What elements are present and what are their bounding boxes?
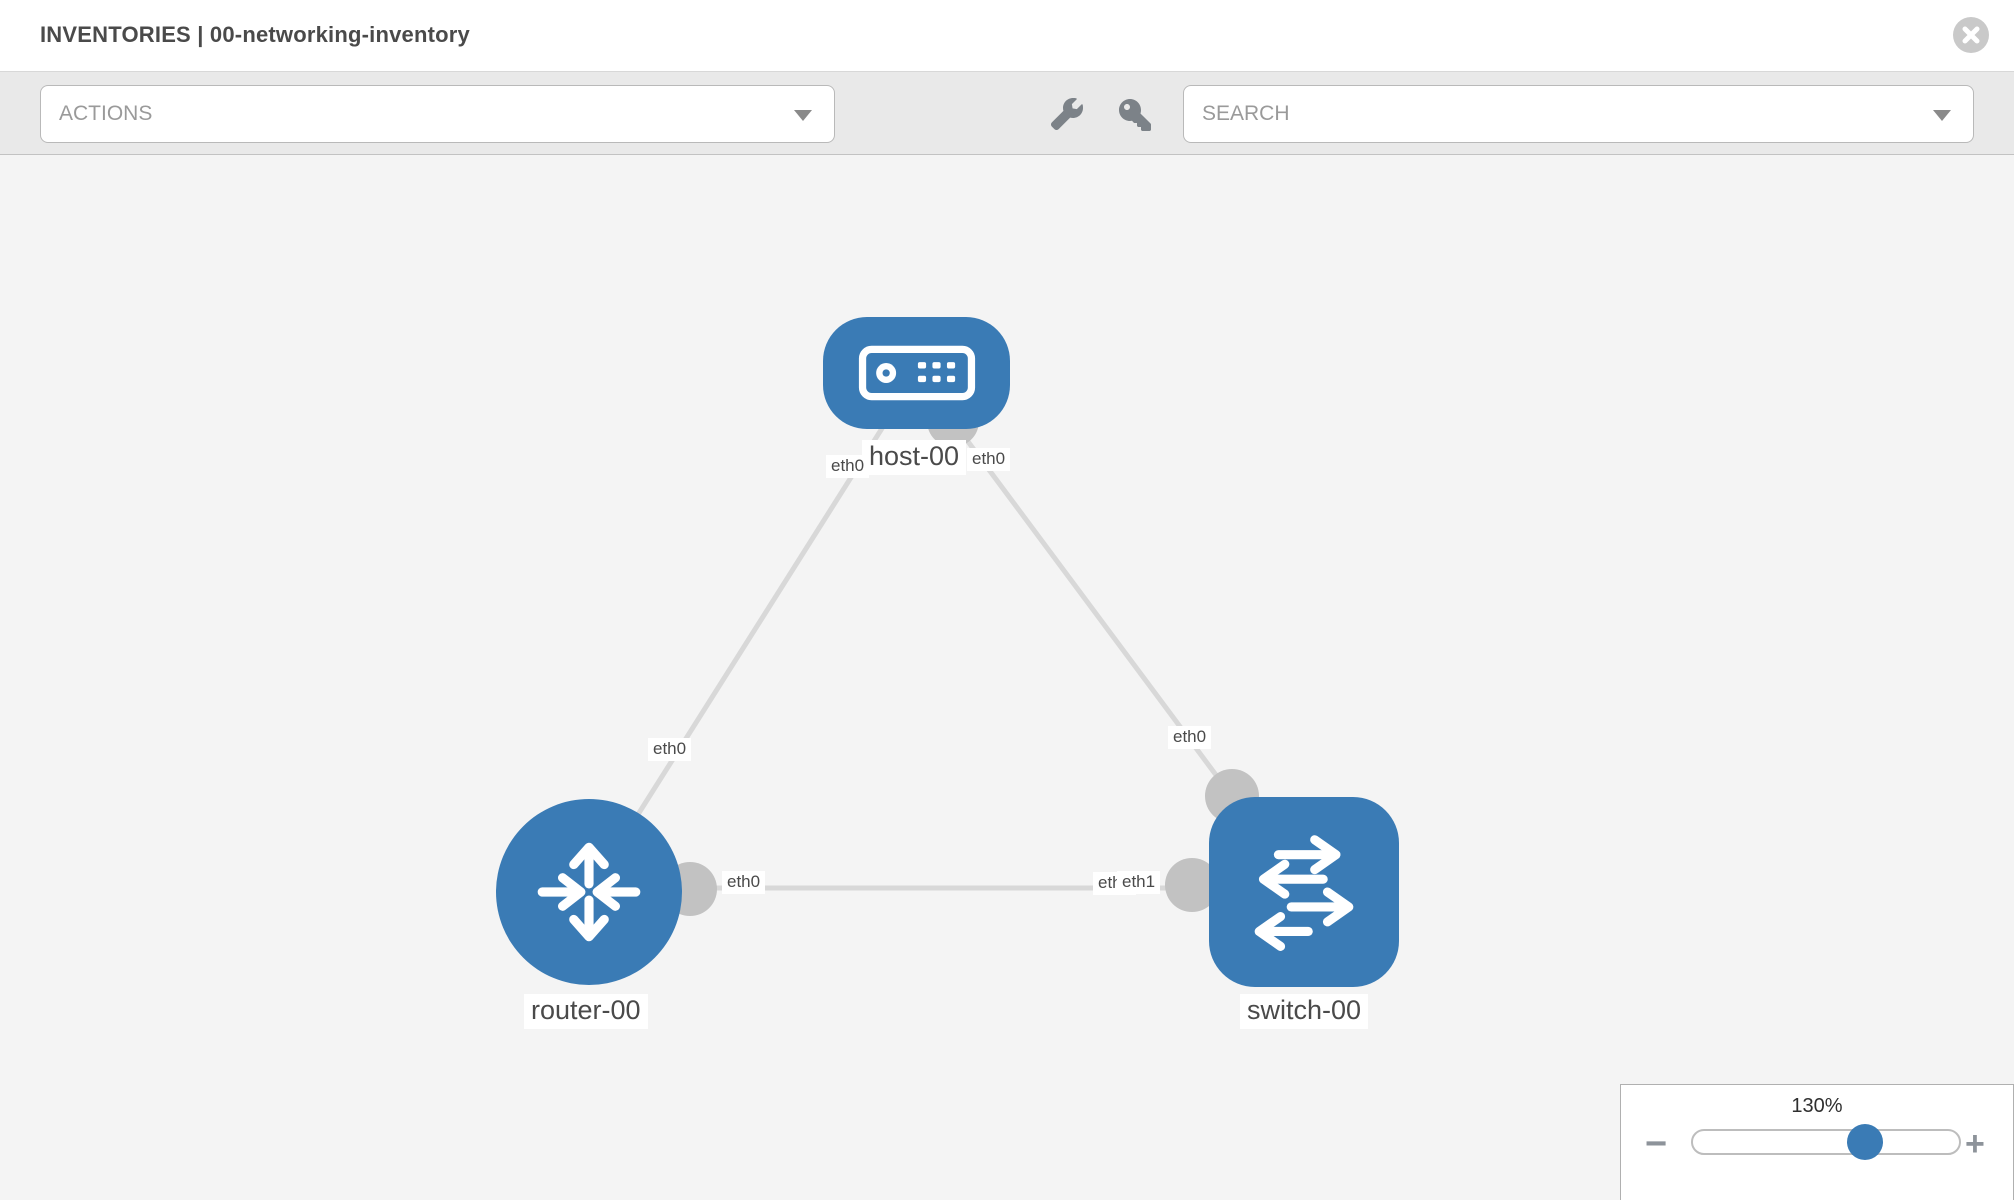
page-title: INVENTORIES | 00-networking-inventory: [40, 22, 470, 47]
close-icon: [1962, 26, 1980, 44]
chevron-down-icon: [1933, 110, 1951, 121]
iface-label-router-right: eth0: [722, 871, 766, 894]
switch-icon: [1254, 835, 1354, 951]
node-label-host: host-00: [862, 440, 967, 475]
node-router-00[interactable]: [496, 799, 682, 985]
zoom-slider-thumb[interactable]: [1847, 1124, 1883, 1160]
iface-label-switch-top: eth0: [1168, 726, 1212, 749]
node-host-00[interactable]: [823, 317, 1010, 429]
topology-edges: [586, 371, 1306, 916]
topology-canvas[interactable]: host-00 router-00 switch-00 eth0 eth0 et…: [0, 155, 2014, 1200]
zoom-panel: 130% − +: [1620, 1084, 2014, 1200]
router-icon: [537, 842, 641, 942]
node-label-router: router-00: [524, 994, 648, 1029]
key-icon[interactable]: [1119, 99, 1151, 131]
node-switch-00[interactable]: [1209, 797, 1399, 987]
iface-label-host-right: eth0: [967, 448, 1011, 471]
zoom-slider-track[interactable]: [1691, 1124, 1961, 1160]
node-label-switch: switch-00: [1240, 994, 1369, 1029]
header-bar: INVENTORIES | 00-networking-inventory: [0, 0, 2014, 72]
wrench-icon[interactable]: [1051, 98, 1083, 130]
search-dropdown-label: SEARCH: [1202, 102, 1290, 125]
actions-dropdown-label: ACTIONS: [59, 102, 153, 125]
host-icon: [858, 345, 975, 401]
iface-label-switch-left: eth1: [1117, 871, 1161, 894]
search-dropdown[interactable]: SEARCH: [1183, 85, 1974, 143]
close-button[interactable]: [1953, 17, 1989, 53]
toolbar: ACTIONS SEARCH: [0, 72, 2014, 155]
chevron-down-icon: [794, 110, 812, 121]
iface-label-host-left: eth0: [826, 455, 870, 478]
zoom-in-button[interactable]: +: [1965, 1125, 1985, 1163]
zoom-out-button[interactable]: −: [1645, 1123, 1668, 1165]
iface-label-router-top: eth0: [648, 738, 692, 761]
interface-stub-switch-left: [1165, 858, 1219, 912]
actions-dropdown[interactable]: ACTIONS: [40, 85, 835, 143]
zoom-level-value: 130%: [1791, 1095, 1843, 1117]
